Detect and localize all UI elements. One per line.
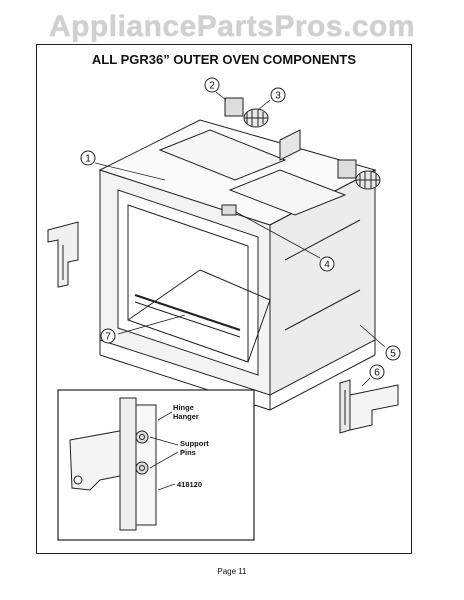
callout-leaders	[94, 91, 386, 387]
blower-motor-left	[224, 97, 269, 128]
inset-label-hinge-hanger-2: Hanger	[173, 412, 199, 421]
callout-number: 5	[390, 349, 396, 360]
inset-label-part-number: 418120	[177, 480, 202, 489]
callout-number: 7	[105, 332, 111, 343]
blower-motor-right	[337, 159, 381, 190]
inset-label-support-pins-2: Pins	[180, 448, 196, 457]
callout-number: 3	[275, 91, 281, 102]
watermark: AppliancePartsPros.com	[48, 10, 416, 43]
hinge-bracket-left	[47, 221, 79, 288]
callout-number: 1	[85, 154, 91, 165]
diagram-title: ALL PGR36” OUTER OVEN COMPONENTS	[91, 52, 357, 67]
callout-circles	[80, 77, 401, 380]
page-number: Page 11	[217, 567, 247, 576]
inset-label-hinge-hanger-1: Hinge	[173, 403, 194, 412]
hinge-bracket-right	[339, 379, 399, 434]
oven-cabinet	[98, 119, 377, 411]
inset-label-support-pins-1: Support	[180, 439, 209, 448]
callout-number: 2	[209, 81, 215, 92]
diagram-frame	[36, 44, 412, 554]
hinge-inset	[57, 389, 255, 541]
callout-number: 4	[324, 260, 330, 271]
callout-number: 6	[374, 368, 380, 379]
